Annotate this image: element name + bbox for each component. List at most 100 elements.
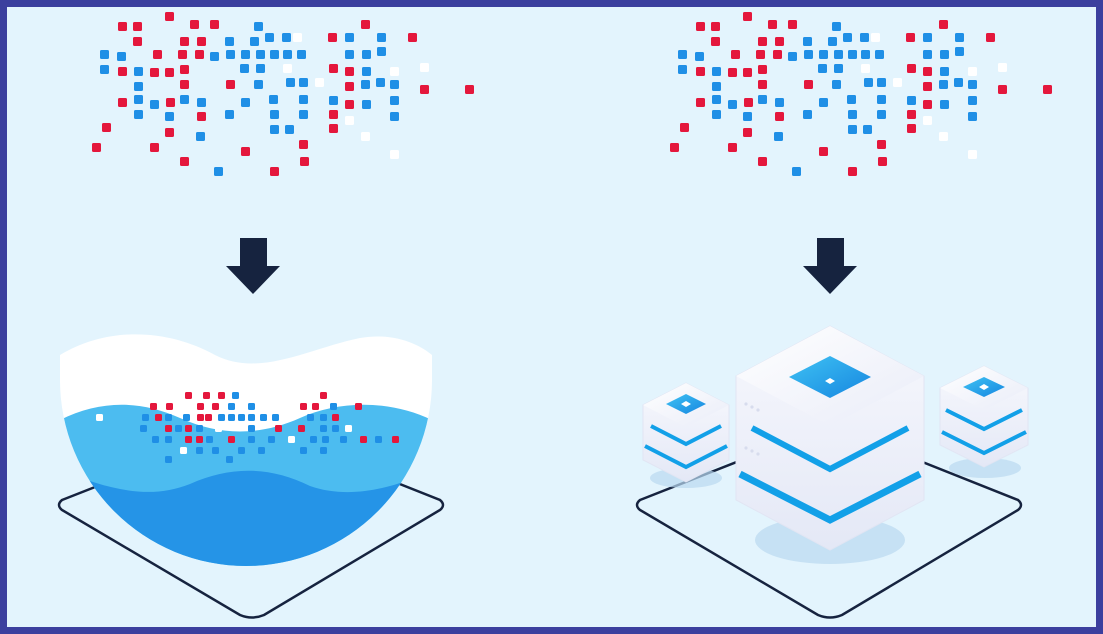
data-square [345, 67, 354, 76]
data-square [392, 436, 399, 443]
data-square [166, 98, 175, 107]
data-square [332, 414, 339, 421]
data-square [228, 436, 235, 443]
data-square [832, 22, 841, 31]
data-square [907, 124, 916, 133]
data-square [819, 50, 828, 59]
data-square [743, 128, 752, 137]
small-server-right [939, 365, 1029, 468]
data-square [133, 37, 142, 46]
data-square [907, 64, 916, 73]
data-square [269, 95, 278, 104]
data-square [775, 98, 784, 107]
data-square [775, 112, 784, 121]
data-square [940, 50, 949, 59]
data-square [165, 414, 172, 421]
data-square [871, 33, 880, 42]
data-square [377, 47, 386, 56]
data-square [955, 33, 964, 42]
data-square [670, 143, 679, 152]
data-square [283, 64, 292, 73]
data-square [307, 414, 314, 421]
data-square [218, 414, 225, 421]
data-square [286, 78, 295, 87]
data-square [312, 403, 319, 410]
data-square [819, 147, 828, 156]
data-square [986, 33, 995, 42]
data-square [152, 436, 159, 443]
data-square [315, 78, 324, 87]
data-square [355, 403, 362, 410]
data-square [361, 80, 370, 89]
data-square [140, 425, 147, 432]
data-square [180, 37, 189, 46]
data-square [197, 37, 206, 46]
data-square [758, 37, 767, 46]
data-square [228, 403, 235, 410]
down-arrow-right-icon [803, 238, 857, 294]
data-square [299, 110, 308, 119]
data-square [293, 33, 302, 42]
data-square [728, 100, 737, 109]
data-square [743, 68, 752, 77]
data-square [150, 143, 159, 152]
data-square [215, 425, 222, 432]
data-square [828, 37, 837, 46]
data-square [196, 436, 203, 443]
data-square [860, 33, 869, 42]
data-square [768, 20, 777, 29]
data-square [923, 67, 932, 76]
data-square [743, 12, 752, 21]
data-square [848, 125, 857, 134]
data-square [260, 414, 267, 421]
data-square [329, 96, 338, 105]
data-square [225, 37, 234, 46]
data-square [848, 110, 857, 119]
data-square [100, 65, 109, 74]
data-square [1043, 85, 1052, 94]
data-square [282, 33, 291, 42]
data-square [329, 64, 338, 73]
data-square [166, 403, 173, 410]
data-square [696, 67, 705, 76]
data-square [142, 414, 149, 421]
data-square [390, 112, 399, 121]
data-square [758, 80, 767, 89]
data-square [226, 80, 235, 89]
scattered-data-right [670, 12, 1052, 176]
data-square [731, 50, 740, 59]
data-square [907, 110, 916, 119]
data-square [328, 33, 337, 42]
data-square [696, 98, 705, 107]
right-server-shadow [949, 458, 1021, 478]
data-square [310, 436, 317, 443]
data-square [773, 50, 782, 59]
data-square [102, 123, 111, 132]
data-square [134, 110, 143, 119]
data-square [197, 414, 204, 421]
data-square [955, 47, 964, 56]
data-square [875, 50, 884, 59]
data-square [153, 50, 162, 59]
data-square [320, 447, 327, 454]
data-square [270, 110, 279, 119]
scattered-data-left [92, 12, 474, 176]
down-arrow-left-icon [226, 238, 280, 294]
data-square [165, 12, 174, 21]
data-square [205, 414, 212, 421]
data-square [711, 22, 720, 31]
data-square [256, 50, 265, 59]
data-square [390, 80, 399, 89]
data-square [218, 392, 225, 399]
data-square [923, 33, 932, 42]
data-square [258, 447, 265, 454]
data-square [696, 22, 705, 31]
data-square [270, 125, 279, 134]
data-square [728, 143, 737, 152]
data-square [320, 392, 327, 399]
data-square [175, 425, 182, 432]
data-square [165, 68, 174, 77]
data-square [998, 85, 1007, 94]
data-square [203, 392, 210, 399]
data-square [968, 67, 977, 76]
